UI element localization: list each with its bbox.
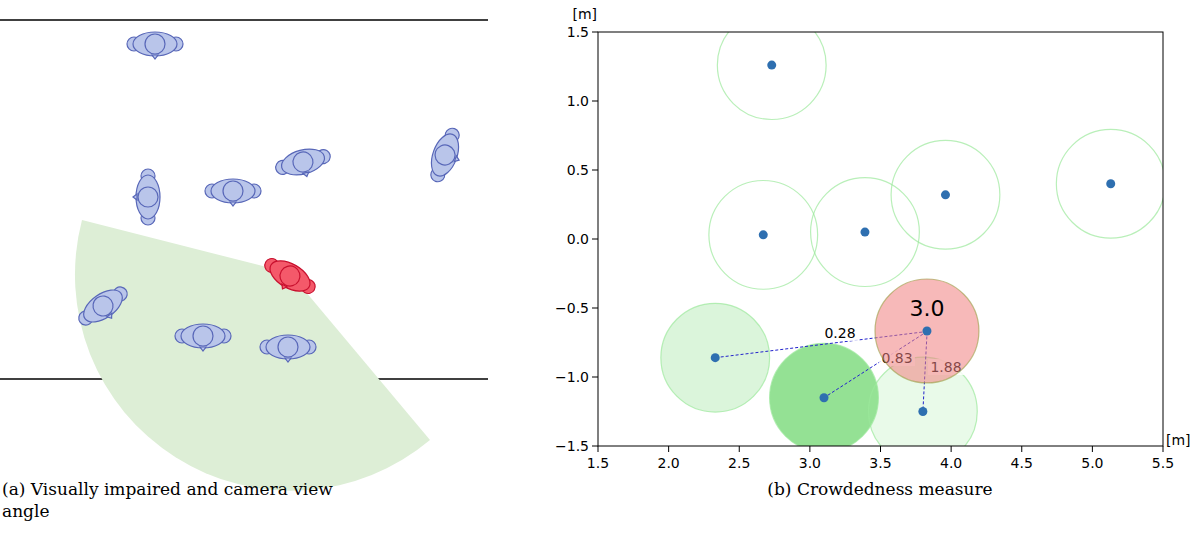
tick-mark [592,101,598,102]
person-dot [759,230,768,239]
person-dot [918,407,927,416]
personal-space-circle [717,32,826,120]
tick-label: 0.0 [567,231,589,247]
person-dot [860,228,869,237]
subfigure-caption: (a) Visually impaired and camera view an… [2,478,347,522]
tick-label: 1.5 [587,455,609,471]
tick-label: 4.0 [940,455,962,471]
person-dot [941,190,950,199]
person-dot [767,61,776,70]
tick-mark [592,377,598,378]
personal-space-circle [770,343,879,446]
axis-unit: [m] [572,6,597,22]
tick-label: 3.0 [799,455,821,471]
person-dot [923,327,932,336]
person-dot [820,393,829,402]
personal-space-circle [709,180,818,289]
tick-mark [598,446,599,452]
axis-unit: [m] [1166,432,1191,448]
tick-label: 2.5 [728,455,750,471]
tick-mark [739,446,740,452]
tick-mark [592,239,598,240]
person-dot [711,353,720,362]
personal-space-circle [811,178,920,287]
corridor-illustration [0,20,488,491]
crowdedness-value: 3.0 [874,296,980,321]
personal-space-circle [1056,129,1163,238]
circle-shape [875,279,979,383]
subfigure-caption: (b) Crowdedness measure [767,478,992,500]
tick-label: 1.5 [567,24,589,40]
camera-view-fan [75,220,430,491]
tick-mark [951,446,952,452]
tick-label: 5.0 [1081,455,1103,471]
tick-mark [592,446,598,447]
tick-mark [592,32,598,33]
tick-mark [668,446,669,452]
tick-label: 0.5 [567,162,589,178]
tick-label: 5.5 [1152,455,1174,471]
person-dot [1106,179,1115,188]
tick-label: 3.5 [869,455,891,471]
tick-mark [880,446,881,452]
tick-label: −1.5 [555,438,589,454]
tick-label: −0.5 [555,300,589,316]
tick-label: 2.0 [657,455,679,471]
tick-mark [592,308,598,309]
tick-label: 4.5 [1011,455,1033,471]
tick-mark [1163,446,1164,452]
tick-mark [592,170,598,171]
distance-value: 0.28 [822,325,857,341]
personal-space-circle [661,303,770,412]
tick-label: −1.0 [555,369,589,385]
tick-label: 1.0 [567,93,589,109]
personal-space-circle [891,140,1000,249]
scatter-plot [592,11,1165,466]
tick-mark [809,446,810,452]
tick-mark [1021,446,1022,452]
tick-mark [1092,446,1093,452]
crowdedness-circle: 3.0 [874,278,980,384]
circle-outline [874,278,980,384]
